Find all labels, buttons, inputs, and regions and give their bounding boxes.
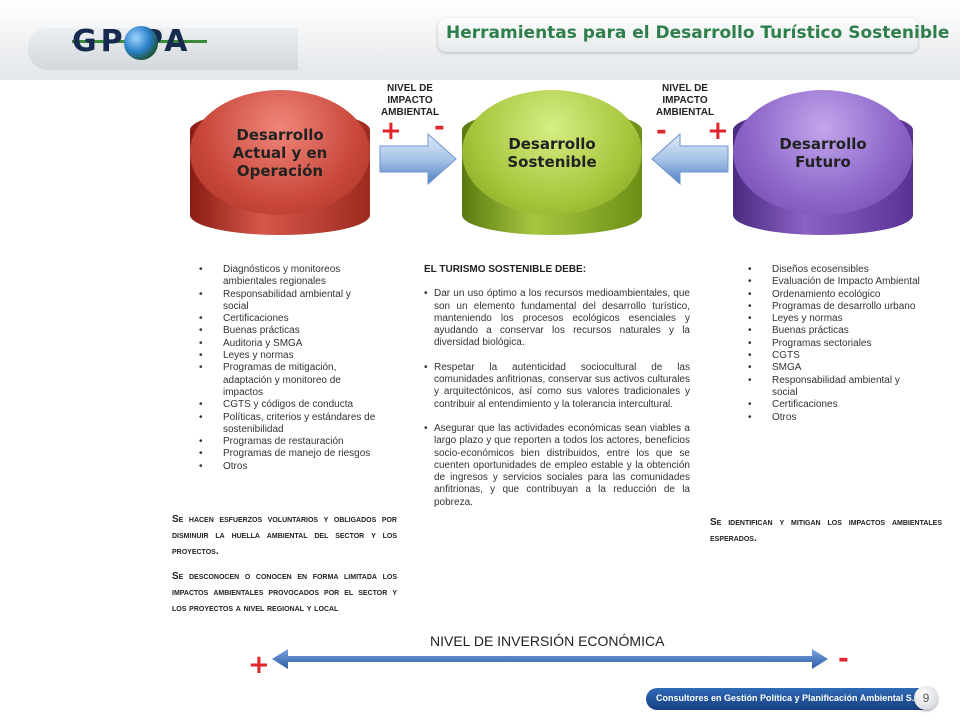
impact-label-left: NIVEL DE IMPACTO AMBIENTAL [380,83,440,118]
list-item: Ordenamiento ecológico [748,289,928,302]
cylinder-future-development: Desarrollo Futuro [733,90,913,255]
note-identified-impacts: Se identifican y mitigan los impactos am… [710,517,942,544]
investment-minus: - [838,644,849,674]
arrow-left-icon [651,132,729,186]
list-item: Otros [199,461,379,474]
list-item: Programas de restauración [199,436,379,449]
cylinder-title-sustainable: Desarrollo Sostenible [507,134,597,171]
cylinder-current-development: Desarrollo Actual y en Operación [190,90,370,255]
cylinder-top: Desarrollo Actual y en Operación [190,90,370,215]
list-item: SMGA [748,362,928,375]
note-limited-knowledge: Se desconocen o conocen en forma limitad… [172,571,397,614]
list-item: Responsabilidad ambiental y social [199,289,379,314]
arrow-right-icon [379,132,457,186]
investment-level-label: NIVEL DE INVERSIÓN ECONÓMICA [430,633,665,649]
impact-label-right: NIVEL DE IMPACTO AMBIENTAL [655,83,715,118]
sustainable-item: Dar un uso óptimo a los recursos medioam… [424,288,690,349]
sustainable-heading: EL TURISMO SOSTENIBLE DEBE: [424,264,587,275]
list-item: Programas de manejo de riesgos [199,448,379,461]
footer-bar [646,688,928,710]
cylinder-top: Desarrollo Futuro [733,90,913,215]
logo-bar [28,28,298,70]
list-item: Programas de desarrollo urbano [748,301,928,314]
cylinder-top: Desarrollo Sostenible [462,90,642,215]
list-item: Evaluación de Impacto Ambiental [748,276,928,289]
future-development-list: Diseños ecosensibles Evaluación de Impac… [748,264,928,424]
list-item: Buenas prácticas [199,325,379,338]
title-box [438,18,918,52]
cylinder-title-current: Desarrollo Actual y en Operación [232,125,328,180]
list-item: Programas sectoriales [748,338,928,351]
impact-right-plus: + [707,116,729,146]
list-item: Certificaciones [748,399,928,412]
list-item: Leyes y normas [748,313,928,326]
investment-plus: + [248,650,270,680]
double-arrow-icon [272,649,828,669]
list-item: CGTS y códigos de conducta [199,399,379,412]
list-item: CGTS [748,350,928,363]
page-number: 9 [914,686,938,710]
sustainable-tourism-text: EL TURISMO SOSTENIBLE DEBE: Dar un uso ó… [424,264,690,521]
list-item: Responsabilidad ambiental y social [748,375,928,400]
impact-left-minus: - [434,112,445,142]
list-item: Auditoria y SMGA [199,338,379,351]
impact-right-minus: - [656,116,667,146]
footer-company: Consultores en Gestión Política y Planif… [656,693,924,703]
current-development-list: Diagnósticos y monitoreos ambientales re… [199,264,379,473]
list-item: Buenas prácticas [748,325,928,338]
cylinder-sustainable-development: Desarrollo Sostenible [462,90,642,255]
sustainable-item: Respetar la autenticidad sociocultural d… [424,362,690,411]
list-item: Diseños ecosensibles [748,264,928,277]
sustainable-item: Asegurar que las actividades económicas … [424,423,690,509]
impact-left-plus: + [380,116,402,146]
list-item: Diagnósticos y monitoreos ambientales re… [199,264,379,289]
list-item: Otros [748,412,928,425]
page-title: Herramientas para el Desarrollo Turístic… [446,23,950,43]
list-item: Certificaciones [199,313,379,326]
globe-icon [124,26,158,60]
list-item: Leyes y normas [199,350,379,363]
list-item: Políticas, criterios y estándares de sos… [199,412,379,437]
cylinder-title-future: Desarrollo Futuro [779,134,867,171]
list-item: Programas de mitigación, adaptación y mo… [199,362,379,399]
note-voluntary-efforts: Se hacen esfuerzos voluntarios y obligad… [172,514,397,557]
